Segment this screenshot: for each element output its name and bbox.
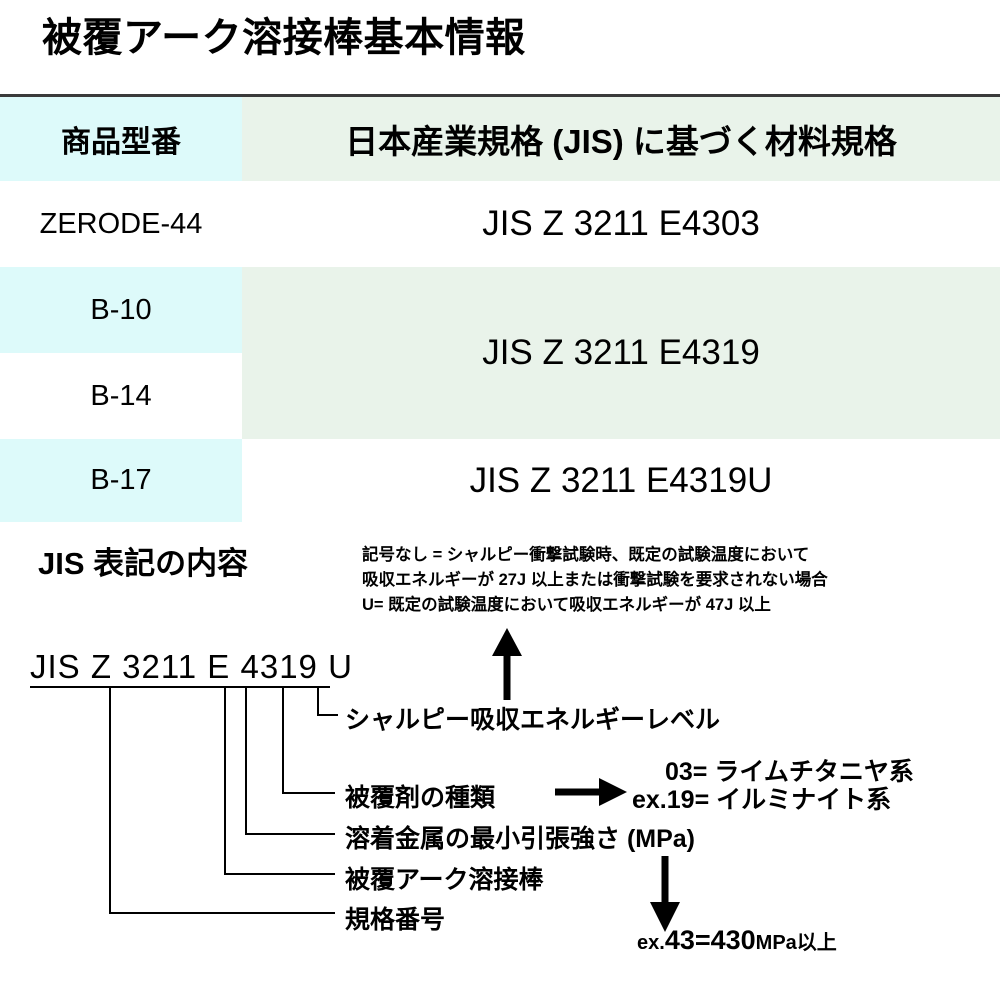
label-standard-number: 規格番号 bbox=[345, 906, 446, 934]
tensile-example-unit: MPa bbox=[755, 932, 797, 954]
coating-example-line-1: 03= ライムチタニヤ系 bbox=[665, 758, 914, 786]
table-header-cell-standard: 日本産業規格 (JIS) に基づく材料規格 bbox=[242, 97, 1000, 181]
standard-value: JIS Z 3211 E4319U bbox=[469, 460, 773, 500]
up-arrow-icon bbox=[492, 628, 522, 700]
tensile-example-prefix: ex. bbox=[637, 932, 665, 954]
table-cell-model: ZERODE-44 bbox=[0, 181, 242, 267]
label-charpy-level: シャルピー吸収エネルギーレベル bbox=[345, 706, 721, 734]
model-value: B-10 bbox=[90, 293, 152, 326]
table-row: B-14 bbox=[0, 353, 1000, 439]
model-value: B-14 bbox=[90, 379, 152, 412]
page-title: 被覆アーク溶接棒基本情報 bbox=[42, 16, 526, 60]
jis-code-string: JIS Z 3211 E 4319 U bbox=[30, 648, 353, 685]
charpy-note-line-3: U= 既定の試験温度において吸収エネルギーが 47J 以上 bbox=[362, 596, 771, 614]
table-header-cell-model: 商品型番 bbox=[0, 97, 242, 181]
table-cell-standard: JIS Z 3211 E4319U bbox=[242, 439, 1000, 522]
table-row: B-10 bbox=[0, 267, 1000, 353]
charpy-note-line-1: 記号なし = シャルピー衝撃試験時、既定の試験温度において bbox=[362, 546, 810, 564]
spec-table: 商品型番 日本産業規格 (JIS) に基づく材料規格 ZERODE-44 JIS… bbox=[0, 94, 1000, 522]
coating-example-line-2: ex.19= イルミナイト系 bbox=[632, 780, 891, 816]
section-title: JIS 表記の内容 bbox=[38, 546, 249, 581]
charpy-note-line-2: 吸収エネルギーが 27J 以上または衝撃試験を要求されない場合 bbox=[362, 571, 828, 589]
table-row: B-17 JIS Z 3211 E4319U bbox=[0, 439, 1000, 522]
table-cell-model: B-14 bbox=[0, 353, 242, 439]
model-value: ZERODE-44 bbox=[39, 207, 203, 240]
standard-value: JIS Z 3211 E4303 bbox=[482, 204, 760, 243]
model-value: B-17 bbox=[90, 464, 152, 496]
column-header-model: 商品型番 bbox=[61, 126, 181, 159]
right-arrow-icon bbox=[555, 778, 627, 806]
coating-example-text: 19= イルミナイト系 bbox=[666, 786, 892, 814]
standard-value: JIS Z 3211 E4319 bbox=[482, 333, 760, 372]
table-header-row: 商品型番 日本産業規格 (JIS) に基づく材料規格 bbox=[0, 97, 1000, 181]
down-arrow-icon bbox=[650, 856, 680, 932]
coating-example-prefix: ex. bbox=[632, 786, 667, 814]
table-cell-standard-merged: JIS Z 3211 E4319 bbox=[242, 267, 1000, 439]
charpy-note-block: 記号なし = シャルピー衝撃試験時、既定の試験温度において 吸収エネルギーが 2… bbox=[362, 543, 828, 618]
table-cell-model: B-17 bbox=[0, 439, 242, 522]
tensile-example-value: 43=430 bbox=[664, 925, 756, 955]
tensile-example-suffix: 以上 bbox=[796, 932, 837, 954]
table-row: ZERODE-44 JIS Z 3211 E4303 bbox=[0, 181, 1000, 267]
label-tensile-strength: 溶着金属の最小引張強さ (MPa) bbox=[345, 825, 696, 853]
label-covered-electrode: 被覆アーク溶接棒 bbox=[345, 866, 544, 894]
tensile-example: ex.43=430MPa以上 bbox=[637, 925, 837, 956]
label-coating-type: 被覆剤の種類 bbox=[345, 784, 496, 812]
column-header-standard: 日本産業規格 (JIS) に基づく材料規格 bbox=[345, 123, 897, 160]
table-cell-model: B-10 bbox=[0, 267, 242, 353]
table-cell-standard: JIS Z 3211 E4303 bbox=[242, 181, 1000, 267]
